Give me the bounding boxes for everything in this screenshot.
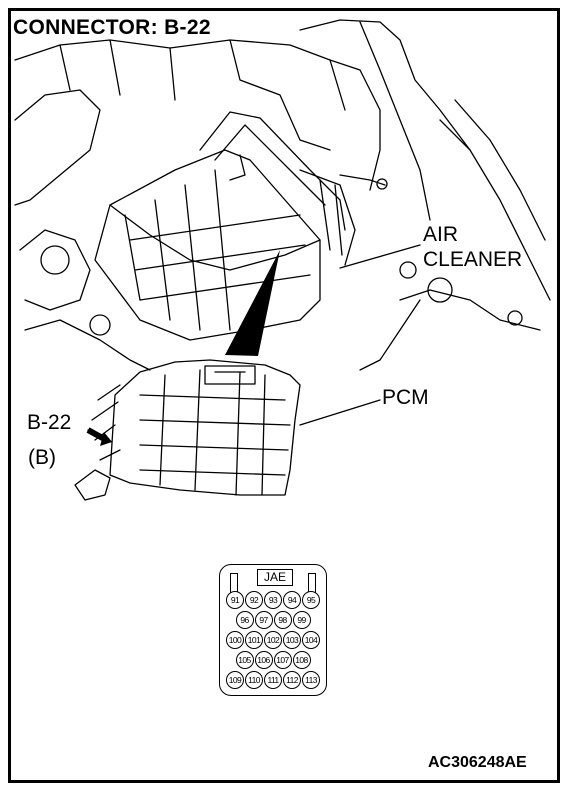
- pin: 101: [245, 631, 263, 649]
- pin: 96: [235, 611, 254, 629]
- connector-latch-right: [308, 573, 316, 593]
- pin: 98: [273, 611, 292, 629]
- connector-face-diagram: JAE 91 92 93 94 95 96 97 98 99 100 101 1…: [219, 564, 327, 696]
- pin: 112: [283, 671, 301, 689]
- page-title: CONNECTOR: B-22: [13, 16, 211, 39]
- pin: 93: [264, 591, 282, 609]
- air-cleaner-label: AIR: [423, 223, 459, 246]
- pin: 99: [292, 611, 311, 629]
- pin: 108: [292, 651, 311, 669]
- diagram-frame: [8, 8, 560, 783]
- pin: 102: [264, 631, 282, 649]
- pin: 95: [302, 591, 320, 609]
- connector-maker-label: JAE: [257, 569, 293, 586]
- connector-id-label: B-22: [27, 411, 72, 434]
- pin: 97: [254, 611, 273, 629]
- pin: 111: [264, 671, 282, 689]
- pin: 104: [302, 631, 320, 649]
- pin-row: 105 106 107 108: [220, 651, 326, 669]
- pin-row: 109 110 111 112 113: [220, 671, 326, 689]
- pin: 94: [283, 591, 301, 609]
- pcm-label: PCM: [382, 386, 429, 409]
- connector-sub-label: (B): [28, 446, 56, 469]
- pin: 109: [226, 671, 244, 689]
- pin-row: 91 92 93 94 95: [220, 591, 326, 609]
- pin: 91: [226, 591, 244, 609]
- pin: 113: [302, 671, 320, 689]
- pin: 105: [235, 651, 254, 669]
- pin: 107: [273, 651, 292, 669]
- pin: 92: [245, 591, 263, 609]
- air-cleaner-label-line2: CLEANER: [423, 248, 523, 271]
- reference-code: AC306248AE: [428, 754, 527, 771]
- pin: 100: [226, 631, 244, 649]
- pin: 110: [245, 671, 263, 689]
- connector-latch-left: [230, 573, 238, 593]
- pin-row: 96 97 98 99: [220, 611, 326, 629]
- pin-row: 100 101 102 103 104: [220, 631, 326, 649]
- pin: 106: [254, 651, 273, 669]
- pin: 103: [283, 631, 301, 649]
